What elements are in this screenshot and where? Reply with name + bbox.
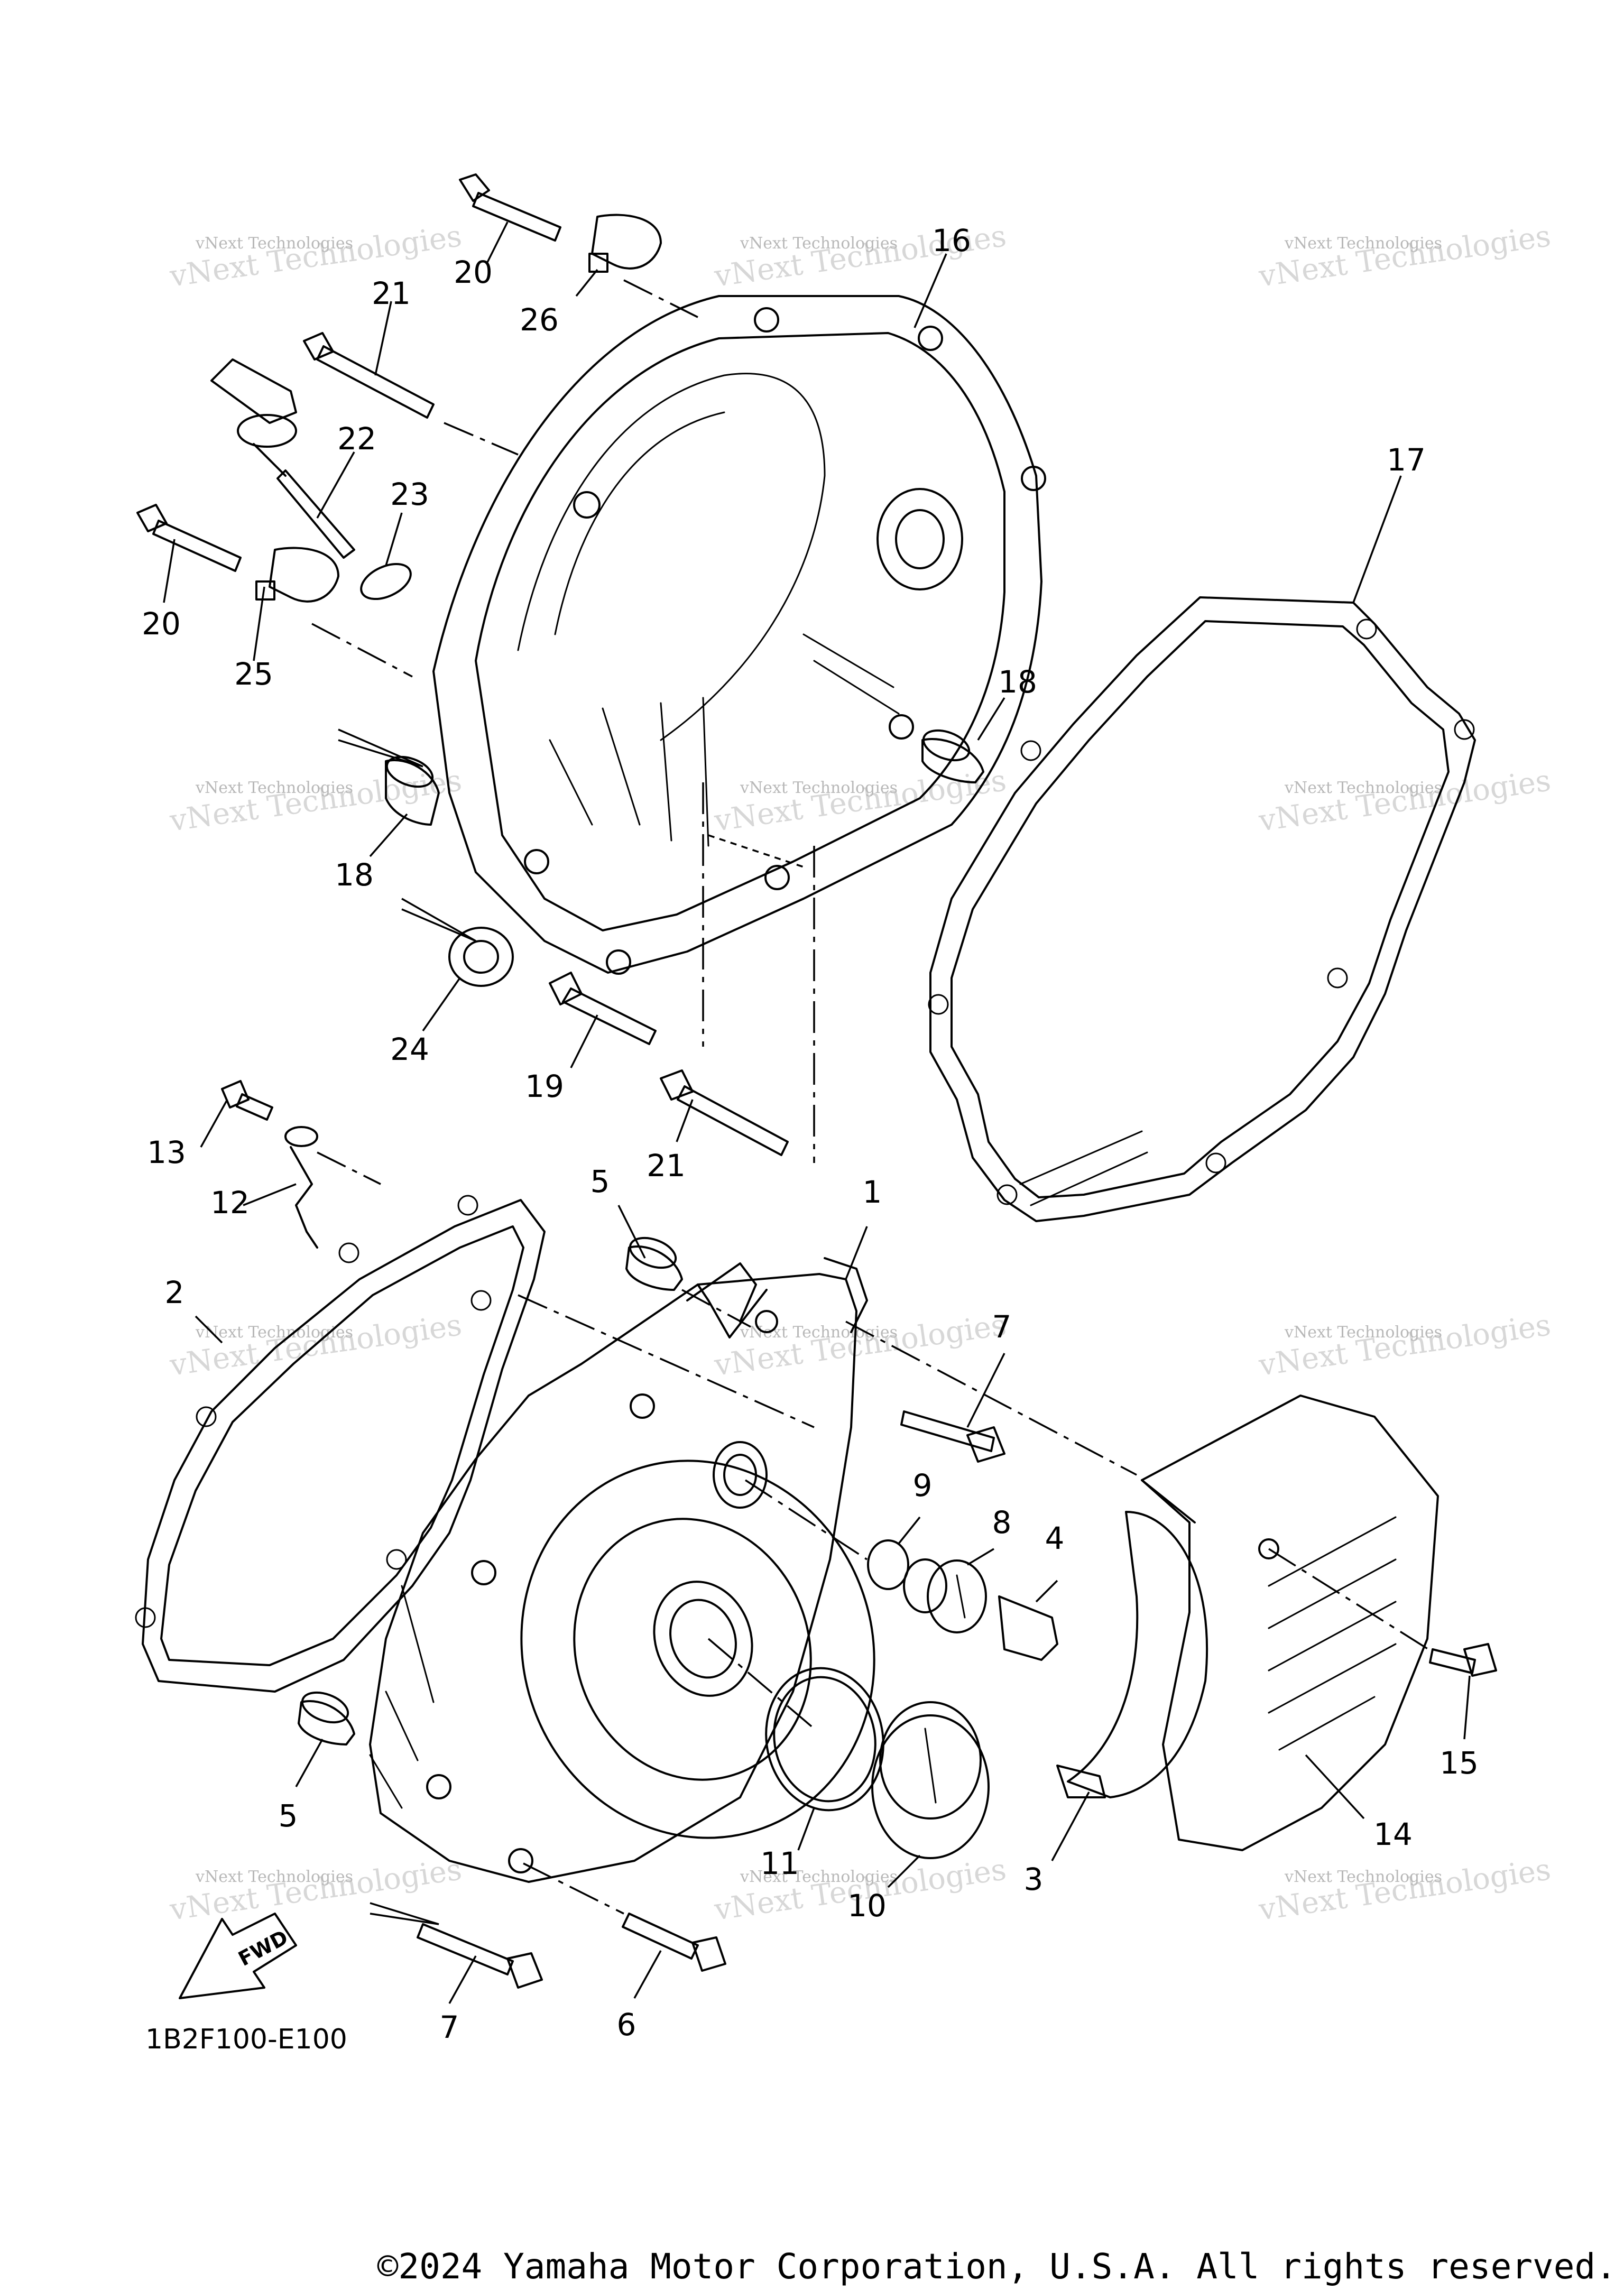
watermark-text: vNext Technologies bbox=[195, 234, 353, 253]
oil-dipstick-22 bbox=[210, 358, 355, 559]
watermark: vNext Technologies vNext Technologies bbox=[167, 219, 464, 294]
watermark-text: vNext Technologies bbox=[195, 1323, 353, 1342]
callout-7: 7 bbox=[992, 1309, 1012, 1345]
callout-10: 10 bbox=[847, 1888, 887, 1924]
watermark-text: vNext Technologies bbox=[740, 234, 898, 253]
gasket-17 bbox=[928, 596, 1476, 1222]
fwd-arrow: FWD bbox=[179, 1913, 297, 1999]
watermark-text: vNext Technologies bbox=[195, 779, 353, 797]
callout-6: 6 bbox=[617, 2007, 636, 2043]
bolt-19 bbox=[549, 972, 657, 1045]
bolt-6 bbox=[622, 1913, 726, 1972]
bolt-20-left bbox=[136, 504, 242, 572]
callout-7: 7 bbox=[440, 2009, 459, 2045]
bolt-7-bottom bbox=[417, 1923, 543, 1989]
callout-5: 5 bbox=[590, 1164, 610, 1199]
cover-14 bbox=[1141, 1395, 1439, 1851]
callout-21: 21 bbox=[647, 1148, 686, 1184]
watermark-text-large: vNext Technologies bbox=[1256, 1308, 1553, 1383]
callout-18: 18 bbox=[998, 664, 1037, 700]
dowel-pin-5-top bbox=[625, 1236, 683, 1291]
bolt-21-bottom bbox=[660, 1069, 789, 1156]
callout-16: 16 bbox=[932, 223, 971, 258]
watermark-text-large: vNext Technologies bbox=[1256, 1852, 1553, 1927]
bolt-7-right bbox=[900, 1410, 1005, 1463]
callout-24: 24 bbox=[390, 1031, 429, 1067]
watermark-text: vNext Technologies bbox=[1284, 779, 1442, 797]
callout-15: 15 bbox=[1440, 1745, 1479, 1781]
assembly-lines bbox=[311, 279, 1433, 1925]
o-ring-23 bbox=[360, 562, 412, 601]
cover-3 bbox=[1056, 1511, 1208, 1798]
watermark-text-large: vNext Technologies bbox=[167, 763, 464, 838]
callout-3: 3 bbox=[1024, 1861, 1044, 1897]
watermark: vNext Technologies vNext Technologies bbox=[1256, 1852, 1553, 1927]
callout-14: 14 bbox=[1373, 1816, 1413, 1852]
callout-11: 11 bbox=[760, 1845, 799, 1881]
plug-10 bbox=[871, 1701, 990, 1859]
callout-5: 5 bbox=[279, 1798, 298, 1834]
crankcase-cover-16 bbox=[432, 295, 1046, 975]
plug-8 bbox=[903, 1558, 987, 1633]
callout-21: 21 bbox=[372, 275, 411, 311]
bolt-15 bbox=[1429, 1643, 1497, 1677]
fwd-label: FWD bbox=[235, 1925, 292, 1971]
callout-17: 17 bbox=[1387, 442, 1426, 478]
bolt-21-top bbox=[303, 332, 435, 419]
watermark-text-large: vNext Technologies bbox=[1256, 763, 1553, 838]
watermark-text: vNext Technologies bbox=[1284, 234, 1442, 253]
callout-26: 26 bbox=[520, 302, 559, 338]
watermark-text: vNext Technologies bbox=[740, 779, 898, 797]
watermark-text-large: vNext Technologies bbox=[1256, 219, 1553, 294]
callout-20: 20 bbox=[454, 254, 493, 290]
oil-seal-24 bbox=[448, 927, 514, 987]
callout-4: 4 bbox=[1045, 1520, 1065, 1556]
watermark-text: vNext Technologies bbox=[1284, 1323, 1442, 1342]
guide-4 bbox=[998, 1595, 1058, 1661]
watermark: vNext Technologies vNext Technologies bbox=[1256, 219, 1553, 294]
bolt-13 bbox=[221, 1080, 273, 1121]
o-ring-9 bbox=[867, 1539, 909, 1590]
clamp-26 bbox=[588, 214, 662, 273]
watermark: vNext Technologies vNext Technologies bbox=[1256, 1308, 1553, 1383]
dowel-pin-5-bottom bbox=[298, 1691, 355, 1746]
watermark: vNext Technologies vNext Technologies bbox=[1256, 763, 1553, 838]
callout-22: 22 bbox=[337, 421, 376, 457]
callout-12: 12 bbox=[210, 1185, 250, 1221]
callout-2: 2 bbox=[165, 1275, 184, 1310]
watermark-text-large: vNext Technologies bbox=[167, 219, 464, 294]
watermark: vNext Technologies vNext Technologies bbox=[167, 1852, 464, 1927]
callout-23: 23 bbox=[390, 476, 429, 512]
watermark-text: vNext Technologies bbox=[740, 1868, 898, 1886]
watermark-text: vNext Technologies bbox=[1284, 1868, 1442, 1886]
callout-8: 8 bbox=[992, 1504, 1012, 1540]
watermark-text-large: vNext Technologies bbox=[167, 1852, 464, 1927]
callout-18: 18 bbox=[335, 857, 374, 893]
gasket-2 bbox=[135, 1195, 546, 1693]
copyright-notice: ©2024 Yamaha Motor Corporation, U.S.A. A… bbox=[377, 2246, 1617, 2287]
callout-1: 1 bbox=[863, 1174, 882, 1210]
callout-13: 13 bbox=[147, 1134, 186, 1170]
watermark-text: vNext Technologies bbox=[195, 1868, 353, 1886]
diagram-code: 1B2F100-E100 bbox=[145, 2024, 347, 2055]
bolt-20-top bbox=[459, 173, 561, 242]
callout-20: 20 bbox=[142, 606, 181, 642]
callout-25: 25 bbox=[234, 656, 273, 692]
callout-leaders bbox=[163, 221, 1471, 2004]
clip-12 bbox=[284, 1126, 318, 1249]
callout-19: 19 bbox=[525, 1068, 564, 1104]
dowel-pin-18-right bbox=[921, 729, 984, 783]
callout-labels: 1 2 3 4 5 5 6 7 7 8 9 10 11 12 13 14 15 … bbox=[142, 223, 1479, 2045]
watermark: vNext Technologies vNext Technologies bbox=[167, 763, 464, 838]
clamp-25 bbox=[255, 547, 339, 603]
callout-9: 9 bbox=[913, 1467, 933, 1503]
o-ring-11 bbox=[765, 1667, 884, 1812]
